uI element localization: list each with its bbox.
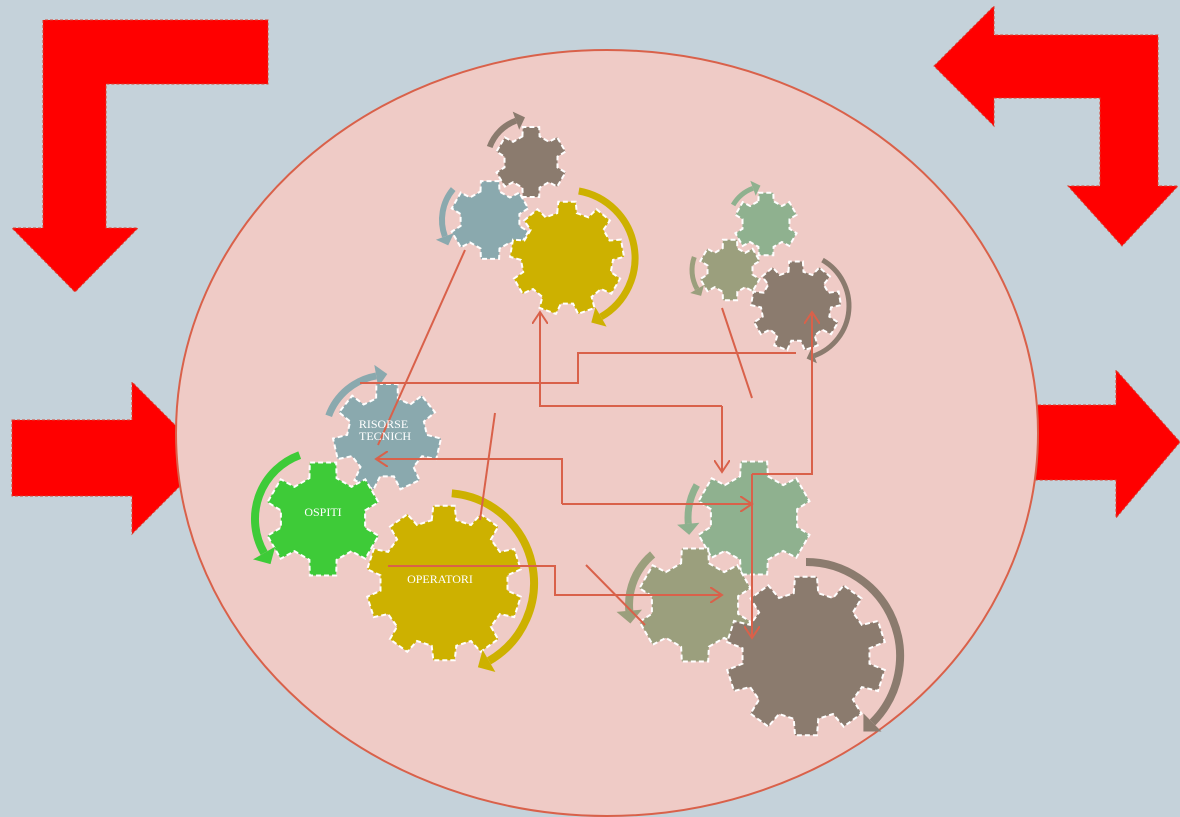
connector-line <box>479 412 496 521</box>
gear-icon <box>266 461 380 577</box>
organization-ellipse <box>175 49 1039 817</box>
gears-layer <box>266 126 887 737</box>
rotation-arrow-icon <box>486 117 518 149</box>
gear-label-operatori: OPERATORI <box>407 572 473 586</box>
gear-icon <box>365 504 523 662</box>
arrow-corner-down-right-icon <box>933 4 1180 247</box>
connector-line <box>377 249 466 446</box>
gear-icon <box>749 260 843 352</box>
rotation-arrowhead-icon <box>750 180 761 196</box>
gear-icon <box>725 575 887 737</box>
rotation-arrow-icon <box>625 551 656 612</box>
rotation-arrowhead-icon <box>591 307 607 327</box>
gear-icon <box>698 238 762 302</box>
rotation-arrows <box>251 111 905 732</box>
gear-icon <box>508 200 626 316</box>
rotation-arrowhead-icon <box>374 364 388 387</box>
rotation-arrowhead-icon <box>616 609 642 624</box>
connector-arrow <box>388 565 720 595</box>
rotation-arrowhead-icon <box>863 713 882 732</box>
connector-arrow <box>540 314 722 407</box>
rotation-arrowhead-icon <box>690 285 704 296</box>
connector-line <box>360 352 796 384</box>
rotation-arrowhead-icon <box>677 522 700 535</box>
gear-label-risorse: RISORSE TECNICH <box>359 417 412 443</box>
rotation-arrowhead-icon <box>477 649 496 672</box>
rotation-arrow-icon <box>251 451 302 555</box>
gear-icon <box>331 383 443 491</box>
arrow-right-icon <box>11 380 209 536</box>
connector-arrow <box>378 459 563 504</box>
gear-icon <box>734 191 798 257</box>
rotation-arrow-icon <box>813 257 852 359</box>
gear-label-ospiti: OSPITI <box>304 505 341 519</box>
rotation-arrowhead-icon <box>435 233 454 246</box>
gear-labels: RISORSE TECNICH OSPITI OPERATORI <box>304 417 473 586</box>
gear-icon <box>697 460 811 576</box>
gear-icon <box>495 126 567 198</box>
gear-icon <box>450 180 530 260</box>
arrow-corner-down-icon <box>10 19 269 293</box>
rotation-arrow-icon <box>438 187 456 238</box>
gear-icon <box>638 547 752 663</box>
rotation-arrow-icon <box>730 185 754 207</box>
rotation-arrow-icon <box>805 558 905 726</box>
rotation-arrow-icon <box>578 187 639 320</box>
rotation-arrowhead-icon <box>512 111 525 130</box>
rotation-arrow-icon <box>325 372 377 418</box>
connectors <box>360 249 812 636</box>
rotation-arrowhead-icon <box>253 546 276 565</box>
rotation-arrow-icon <box>689 256 700 291</box>
connector-arrow <box>752 314 812 475</box>
